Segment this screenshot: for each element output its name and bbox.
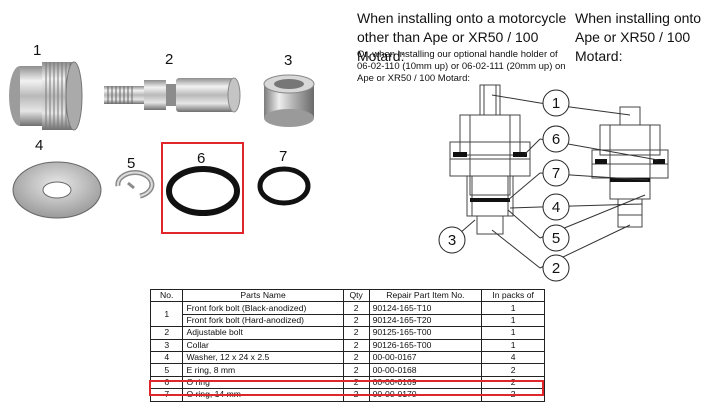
note-line-3: Ape or XR50 / 100 Motard: (357, 73, 471, 84)
part-4-washer-photo (12, 161, 102, 219)
parts-table: No. Parts Name Qty Repair Part Item No. … (149, 288, 545, 402)
part-5-e-ring-photo (115, 170, 155, 199)
cell-qty: 2 (342, 313, 370, 328)
diagram-callout-circle-7 (542, 159, 570, 187)
table-row: 1 Front fork bolt (Black-anodized) 2 901… (149, 301, 545, 328)
cell-qty: 2 (342, 326, 370, 340)
left-assembly-drawing (449, 84, 531, 235)
cell-qty: 2 (342, 350, 370, 365)
cell-pack: 2 (481, 363, 545, 377)
part-1-fork-bolt-photo (9, 61, 83, 131)
cell-pack: 1 (481, 301, 545, 315)
col-header-qty: Qty (342, 288, 370, 303)
cell-parts-name: Adjustable bolt (182, 326, 344, 340)
diagram-callout-circle-3 (438, 226, 466, 254)
cell-no: 5 (149, 363, 184, 377)
diagram-callout-circle-2 (542, 254, 570, 282)
right-assembly-drawing (591, 106, 669, 228)
diagram-callout-4: 4 (552, 199, 560, 216)
part-6-o-ring-photo (166, 166, 240, 216)
cell-no: 1 (149, 301, 184, 328)
right-heading-line-1: When installing onto (575, 10, 702, 26)
part-7-o-ring-photo (257, 166, 311, 206)
row-6-highlight-box (149, 380, 544, 396)
cell-item-no: 90126-165-T00 (368, 338, 483, 352)
cell-item-no: 00-00-0167 (368, 350, 483, 365)
table-row: 5 E ring, 8 mm 2 00-00-0168 2 (149, 363, 545, 377)
left-heading-line-1: When installing onto a motorcycle (357, 10, 567, 26)
o-ring-section-marks (453, 152, 665, 202)
diagram-callout-3: 3 (448, 232, 456, 249)
diagram-callout-7: 7 (552, 165, 560, 182)
left-heading-line-2: other than Ape or XR50 / 100 Motard: (357, 29, 539, 64)
note-line-2: 06-02-110 (10mm up) or 06-02-111 (20mm u… (357, 61, 566, 72)
table-row-highlighted: 6 O ring 2 00-00-0169 2 (149, 375, 545, 390)
note-line-1: Or, when installing our optional handle … (357, 49, 558, 60)
diagram-callout-1: 1 (552, 95, 560, 112)
cell-pack: 1 (481, 313, 545, 328)
photo-callout-1: 1 (33, 42, 42, 59)
cell-item-no: 90124-165-T10 (368, 301, 483, 315)
diagram-callout-6: 6 (552, 131, 560, 148)
cell-qty: 2 (342, 338, 370, 352)
diagram-callout-5: 5 (552, 230, 560, 247)
cell-parts-name: Front fork bolt (Hard-anodized) (182, 313, 344, 328)
part-2-adjustable-bolt-photo (104, 77, 241, 113)
col-header-item-no: Repair Part Item No. (368, 288, 483, 303)
parts-table-header-row: No. Parts Name Qty Repair Part Item No. … (149, 288, 545, 303)
diagram-callout-circle-5 (542, 224, 570, 252)
col-header-pack: In packs of (481, 288, 545, 303)
part-3-collar-photo (263, 74, 315, 127)
table-row: 4 Washer, 12 x 24 x 2.5 2 00-00-0167 4 (149, 350, 545, 365)
cell-qty: 2 (342, 363, 370, 377)
cell-parts-name: Collar (182, 338, 344, 352)
photo-callout-5: 5 (127, 155, 136, 172)
table-row: 3 Collar 2 90126-165-T00 1 (149, 338, 545, 352)
photo-callout-4: 4 (35, 137, 44, 154)
cell-parts-name: Front fork bolt (Black-anodized) (182, 301, 344, 315)
table-row: Front fork bolt (Hard-anodized) 2 90124-… (151, 313, 545, 328)
right-heading-line-2: Ape or XR50 / 100 Motard: (575, 29, 691, 64)
photo-callout-2: 2 (165, 51, 174, 68)
cell-pack: 1 (481, 326, 545, 340)
left-diagram-heading: When installing onto a motorcycle other … (357, 9, 572, 66)
cell-no: 2 (149, 326, 184, 340)
photo-callout-6: 6 (197, 150, 206, 167)
parts-photo (9, 61, 315, 219)
col-header-parts-name: Parts Name (182, 288, 344, 303)
cell-no: 3 (149, 338, 184, 352)
cell-no: 4 (149, 350, 184, 365)
diagram-callout-2: 2 (552, 260, 560, 277)
photo-callout-3: 3 (284, 52, 293, 69)
cell-pack: 1 (481, 338, 545, 352)
cell-parts-name: Washer, 12 x 24 x 2.5 (182, 350, 344, 365)
cell-parts-name: E ring, 8 mm (182, 363, 344, 377)
diagram-callout-circle-4 (542, 193, 570, 221)
col-header-no: No. (149, 288, 184, 303)
cell-item-no: 90125-165-T00 (368, 326, 483, 340)
right-diagram-heading: When installing onto Ape or XR50 / 100 M… (575, 9, 720, 66)
part-6-highlight-box (161, 142, 244, 234)
table-row: 2 Adjustable bolt 2 90125-165-T00 1 (149, 326, 545, 340)
diagram-callout-circle-6 (542, 125, 570, 153)
cell-qty: 2 (342, 301, 370, 315)
left-diagram-note: Or, when installing our optional handle … (357, 49, 572, 85)
cell-item-no: 00-00-0168 (368, 363, 483, 377)
assembly-cross-section-diagram: 1 6 7 4 5 2 3 (438, 84, 669, 282)
photo-callout-7: 7 (279, 148, 288, 165)
cell-item-no: 90124-165-T20 (368, 313, 483, 328)
diagram-callout-circle-1 (542, 89, 570, 117)
cell-pack: 4 (481, 350, 545, 365)
